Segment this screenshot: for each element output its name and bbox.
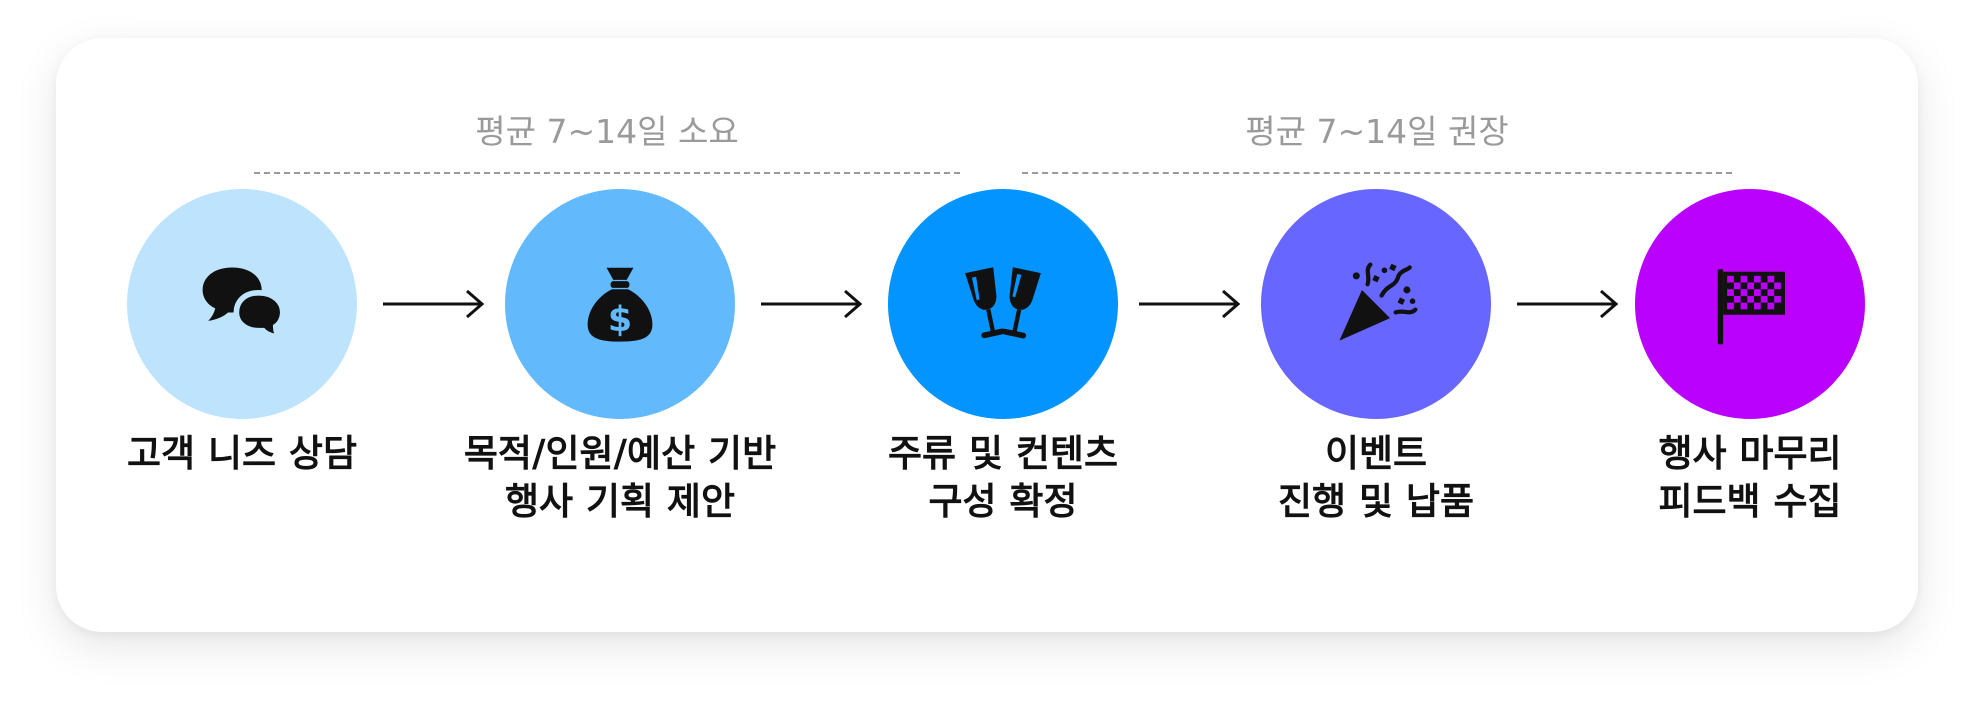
step-label-wrapup: 행사 마무리 피드백 수집 — [1560, 430, 1940, 526]
step-label-line: 구성 확정 — [928, 480, 1078, 523]
party-popper-icon — [1339, 262, 1418, 341]
step-circle-event — [1261, 189, 1491, 419]
duration-annotation-2: 평균 7~14일 권장 — [1022, 110, 1732, 190]
step-circle-proposal: $ — [505, 189, 735, 419]
step-label-line: 주류 및 컨텐츠 — [887, 432, 1118, 475]
step-label-line: 진행 및 납품 — [1278, 480, 1474, 523]
step-circle-confirmation — [888, 189, 1118, 419]
arrow-right-icon — [761, 289, 863, 319]
toast-glasses-icon — [965, 267, 1041, 339]
arrow-right-icon — [383, 289, 485, 319]
step-label-confirmation: 주류 및 컨텐츠 구성 확정 — [813, 430, 1193, 526]
duration-label: 평균 7~14일 소요 — [475, 112, 739, 151]
duration-label: 평균 7~14일 권장 — [1245, 112, 1509, 151]
arrow-right-icon — [1139, 289, 1241, 319]
step-label-line: 행사 기획 제안 — [504, 480, 735, 523]
step-circle-wrapup — [1635, 189, 1865, 419]
step-label-line: 목적/인원/예산 기반 — [463, 432, 777, 475]
duration-annotation-1: 평균 7~14일 소요 — [254, 110, 960, 190]
money-bag-icon: $ — [587, 267, 653, 342]
step-label-event: 이벤트 진행 및 납품 — [1186, 430, 1566, 526]
dashed-line — [254, 172, 960, 174]
arrow-right-icon — [1517, 289, 1619, 319]
step-label-line: 이벤트 — [1324, 432, 1428, 475]
step-label-consultation: 고객 니즈 상담 — [52, 430, 432, 478]
step-label-line: 피드백 수집 — [1658, 480, 1842, 523]
checkered-flag-icon — [1717, 269, 1785, 345]
chat-bubbles-icon — [202, 267, 287, 343]
step-circle-consultation — [127, 189, 357, 419]
step-label-line: 고객 니즈 상담 — [126, 432, 357, 475]
step-label-proposal: 목적/인원/예산 기반 행사 기획 제안 — [430, 430, 810, 526]
dashed-line — [1022, 172, 1732, 174]
svg-text:$: $ — [608, 300, 632, 340]
step-label-line: 행사 마무리 — [1658, 432, 1842, 475]
